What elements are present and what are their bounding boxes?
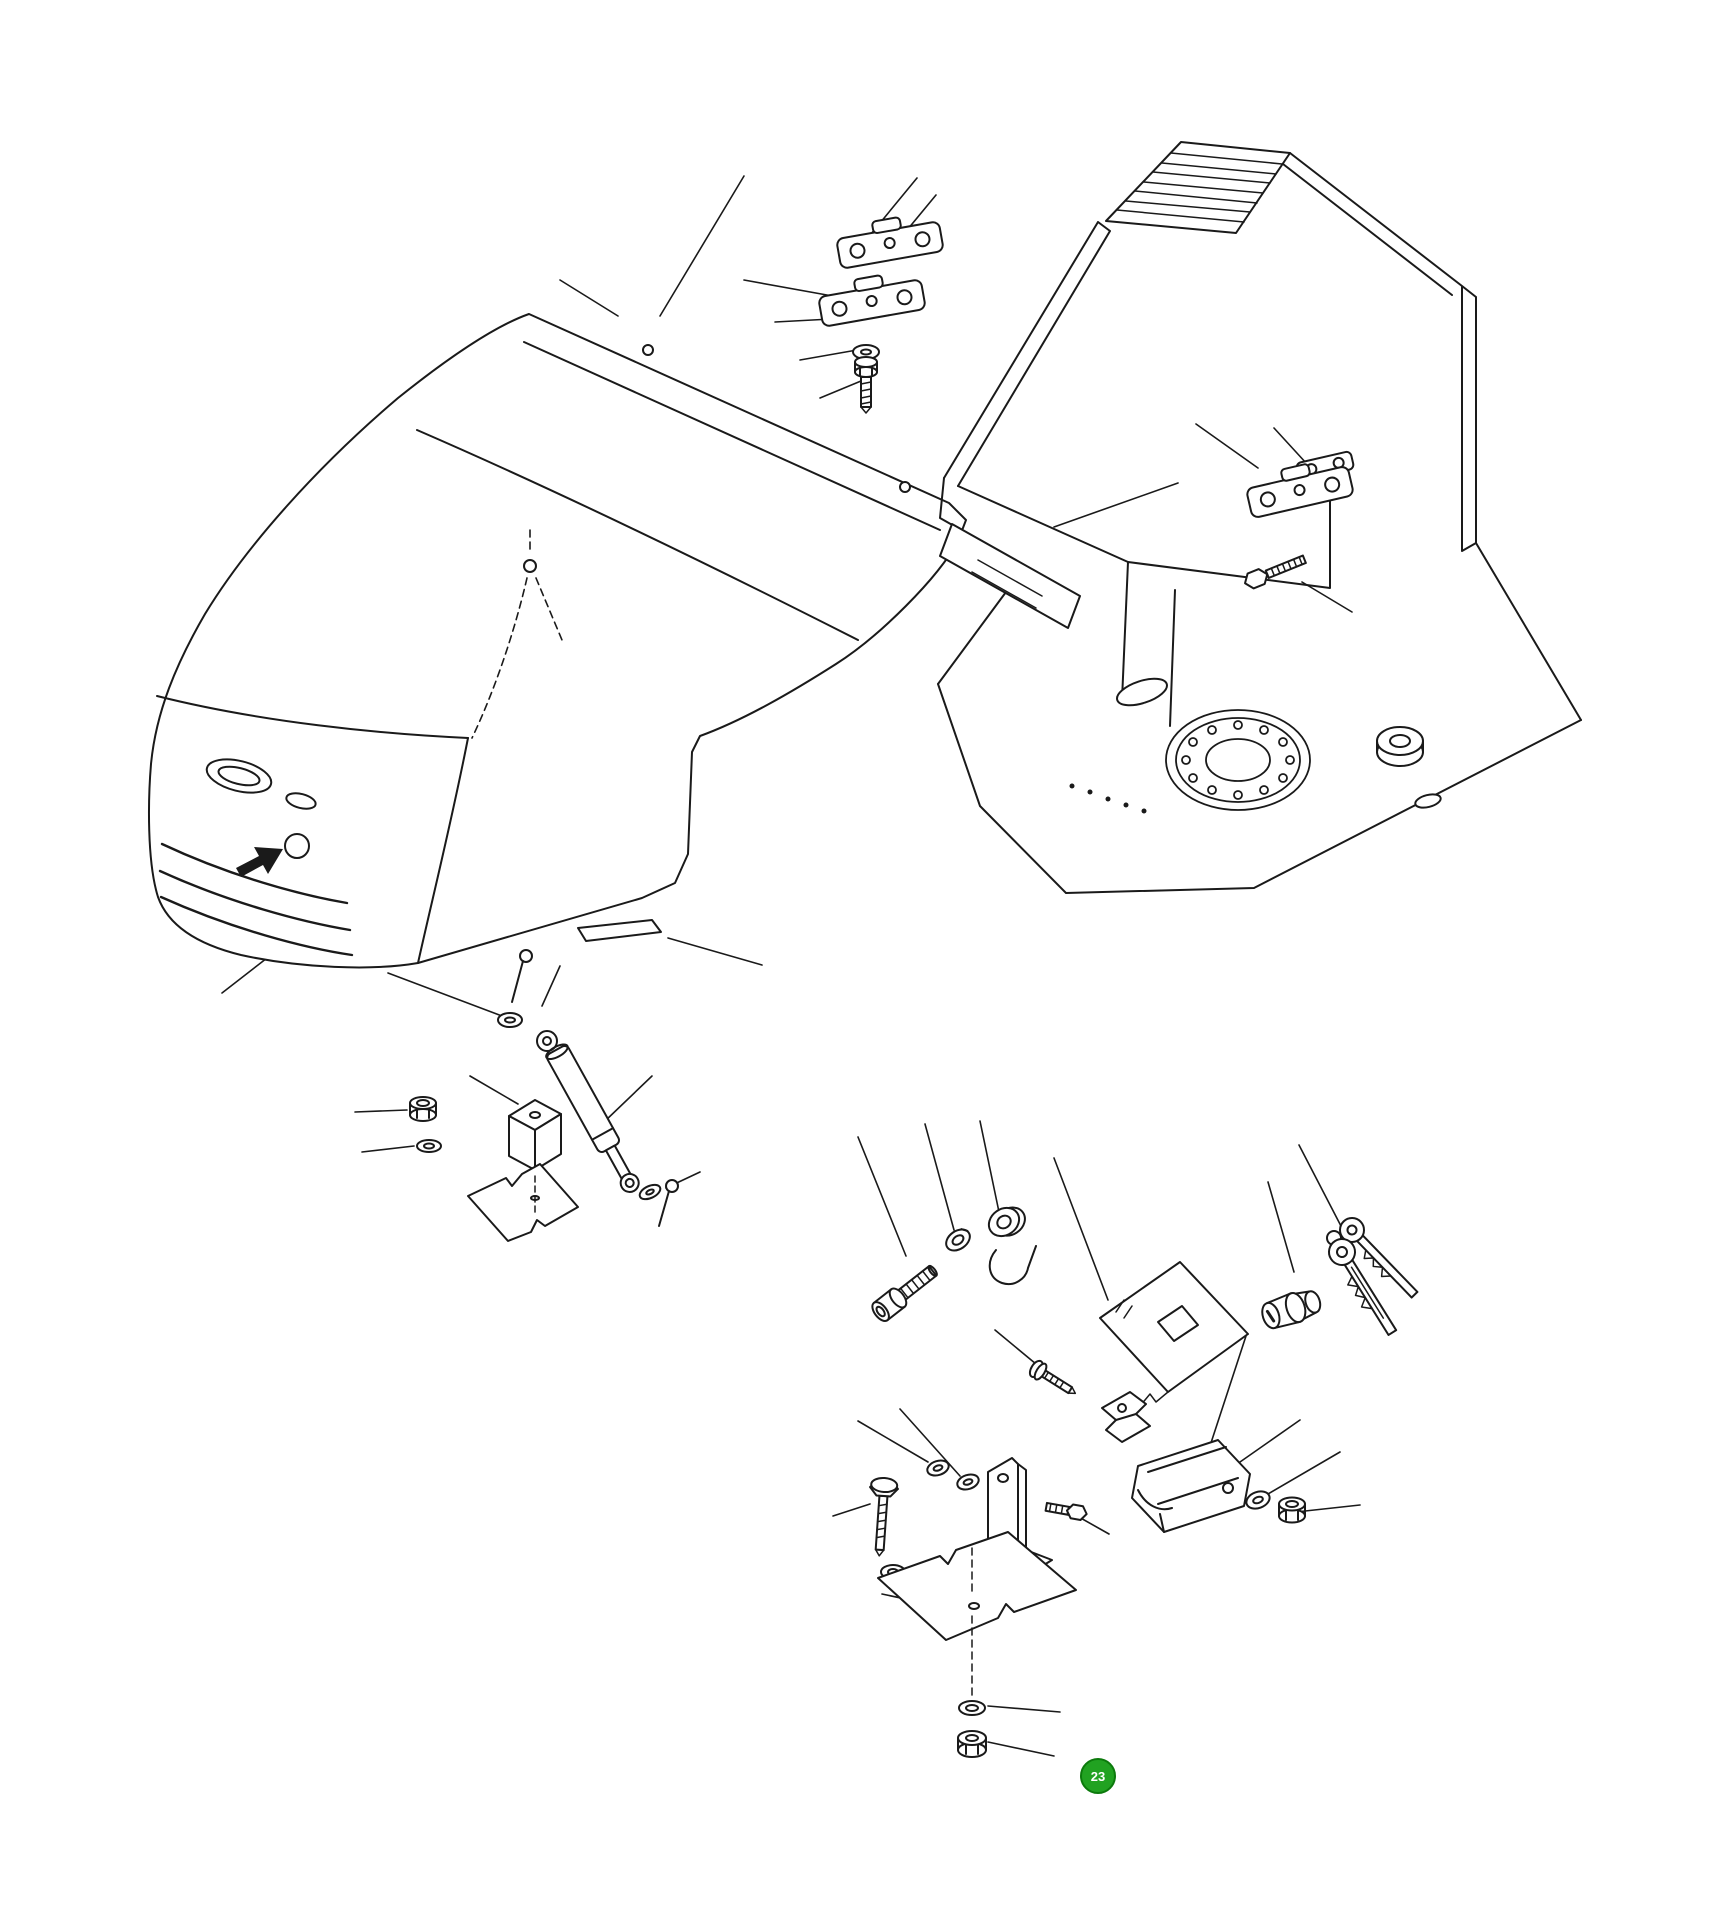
lock-cylinder (1261, 1290, 1322, 1330)
lynch-pin-bottom (658, 1179, 679, 1227)
pointer-arrow-icon (236, 847, 283, 877)
page-badge-number: 23 (1091, 1769, 1105, 1784)
side-bolt (1044, 1501, 1088, 1522)
washer-a (926, 1459, 950, 1477)
diagram-linework (148, 141, 1582, 1758)
latch-nut (1278, 1496, 1306, 1524)
frame-plate-fragment (877, 1531, 1077, 1699)
spring-washer (945, 1228, 971, 1252)
filler-boss (1376, 726, 1424, 767)
lynch-pin-top (511, 949, 533, 1003)
page-badge-circle[interactable] (1080, 1758, 1116, 1794)
tank-flange (1165, 709, 1311, 811)
keys (1326, 1217, 1419, 1336)
pan-screw (1028, 1359, 1077, 1395)
lock-mount-plate (1099, 1261, 1249, 1407)
hood-latch-hole (284, 833, 310, 859)
page-badge[interactable]: 23 (1080, 1758, 1116, 1794)
machine-frame (937, 141, 1582, 894)
hood-seal-strip (577, 919, 662, 942)
mount-plate-fragment (467, 1163, 579, 1242)
gas-strut-assembly (354, 949, 701, 1242)
louver-grille (1105, 141, 1291, 234)
rivet-row (1069, 783, 1147, 814)
hood-handle (205, 758, 273, 794)
strut-washer (416, 1139, 442, 1153)
washer-strut-top (497, 1012, 523, 1028)
socket-bolt (871, 1264, 938, 1322)
hinge-bracket-upper (836, 216, 944, 269)
bracket-bolt (869, 1476, 899, 1557)
engine-hood (148, 175, 967, 994)
hand-hole (1116, 677, 1168, 707)
striker-bracket (1101, 1391, 1151, 1443)
latch-body (1131, 1439, 1251, 1533)
strut-nut (409, 1096, 437, 1122)
frame-hinge-bracket (1246, 463, 1354, 518)
washer-strut-bottom (638, 1183, 662, 1201)
gas-strut (536, 1030, 640, 1193)
frame-hinge-bolt (1244, 554, 1307, 590)
hood-lock-assembly (832, 1120, 1419, 1758)
hood-slot (285, 792, 317, 810)
bottom-washer (958, 1700, 986, 1716)
washer-b (956, 1473, 980, 1491)
hook-clip (988, 1245, 1037, 1285)
hinge-bolt (854, 356, 878, 414)
hinge-bracket-lower (818, 274, 926, 327)
latch-washer (1245, 1490, 1271, 1510)
rubber-bushing (987, 1206, 1026, 1238)
hood-hinge-assembly (743, 177, 944, 414)
bottom-nut (957, 1730, 987, 1758)
